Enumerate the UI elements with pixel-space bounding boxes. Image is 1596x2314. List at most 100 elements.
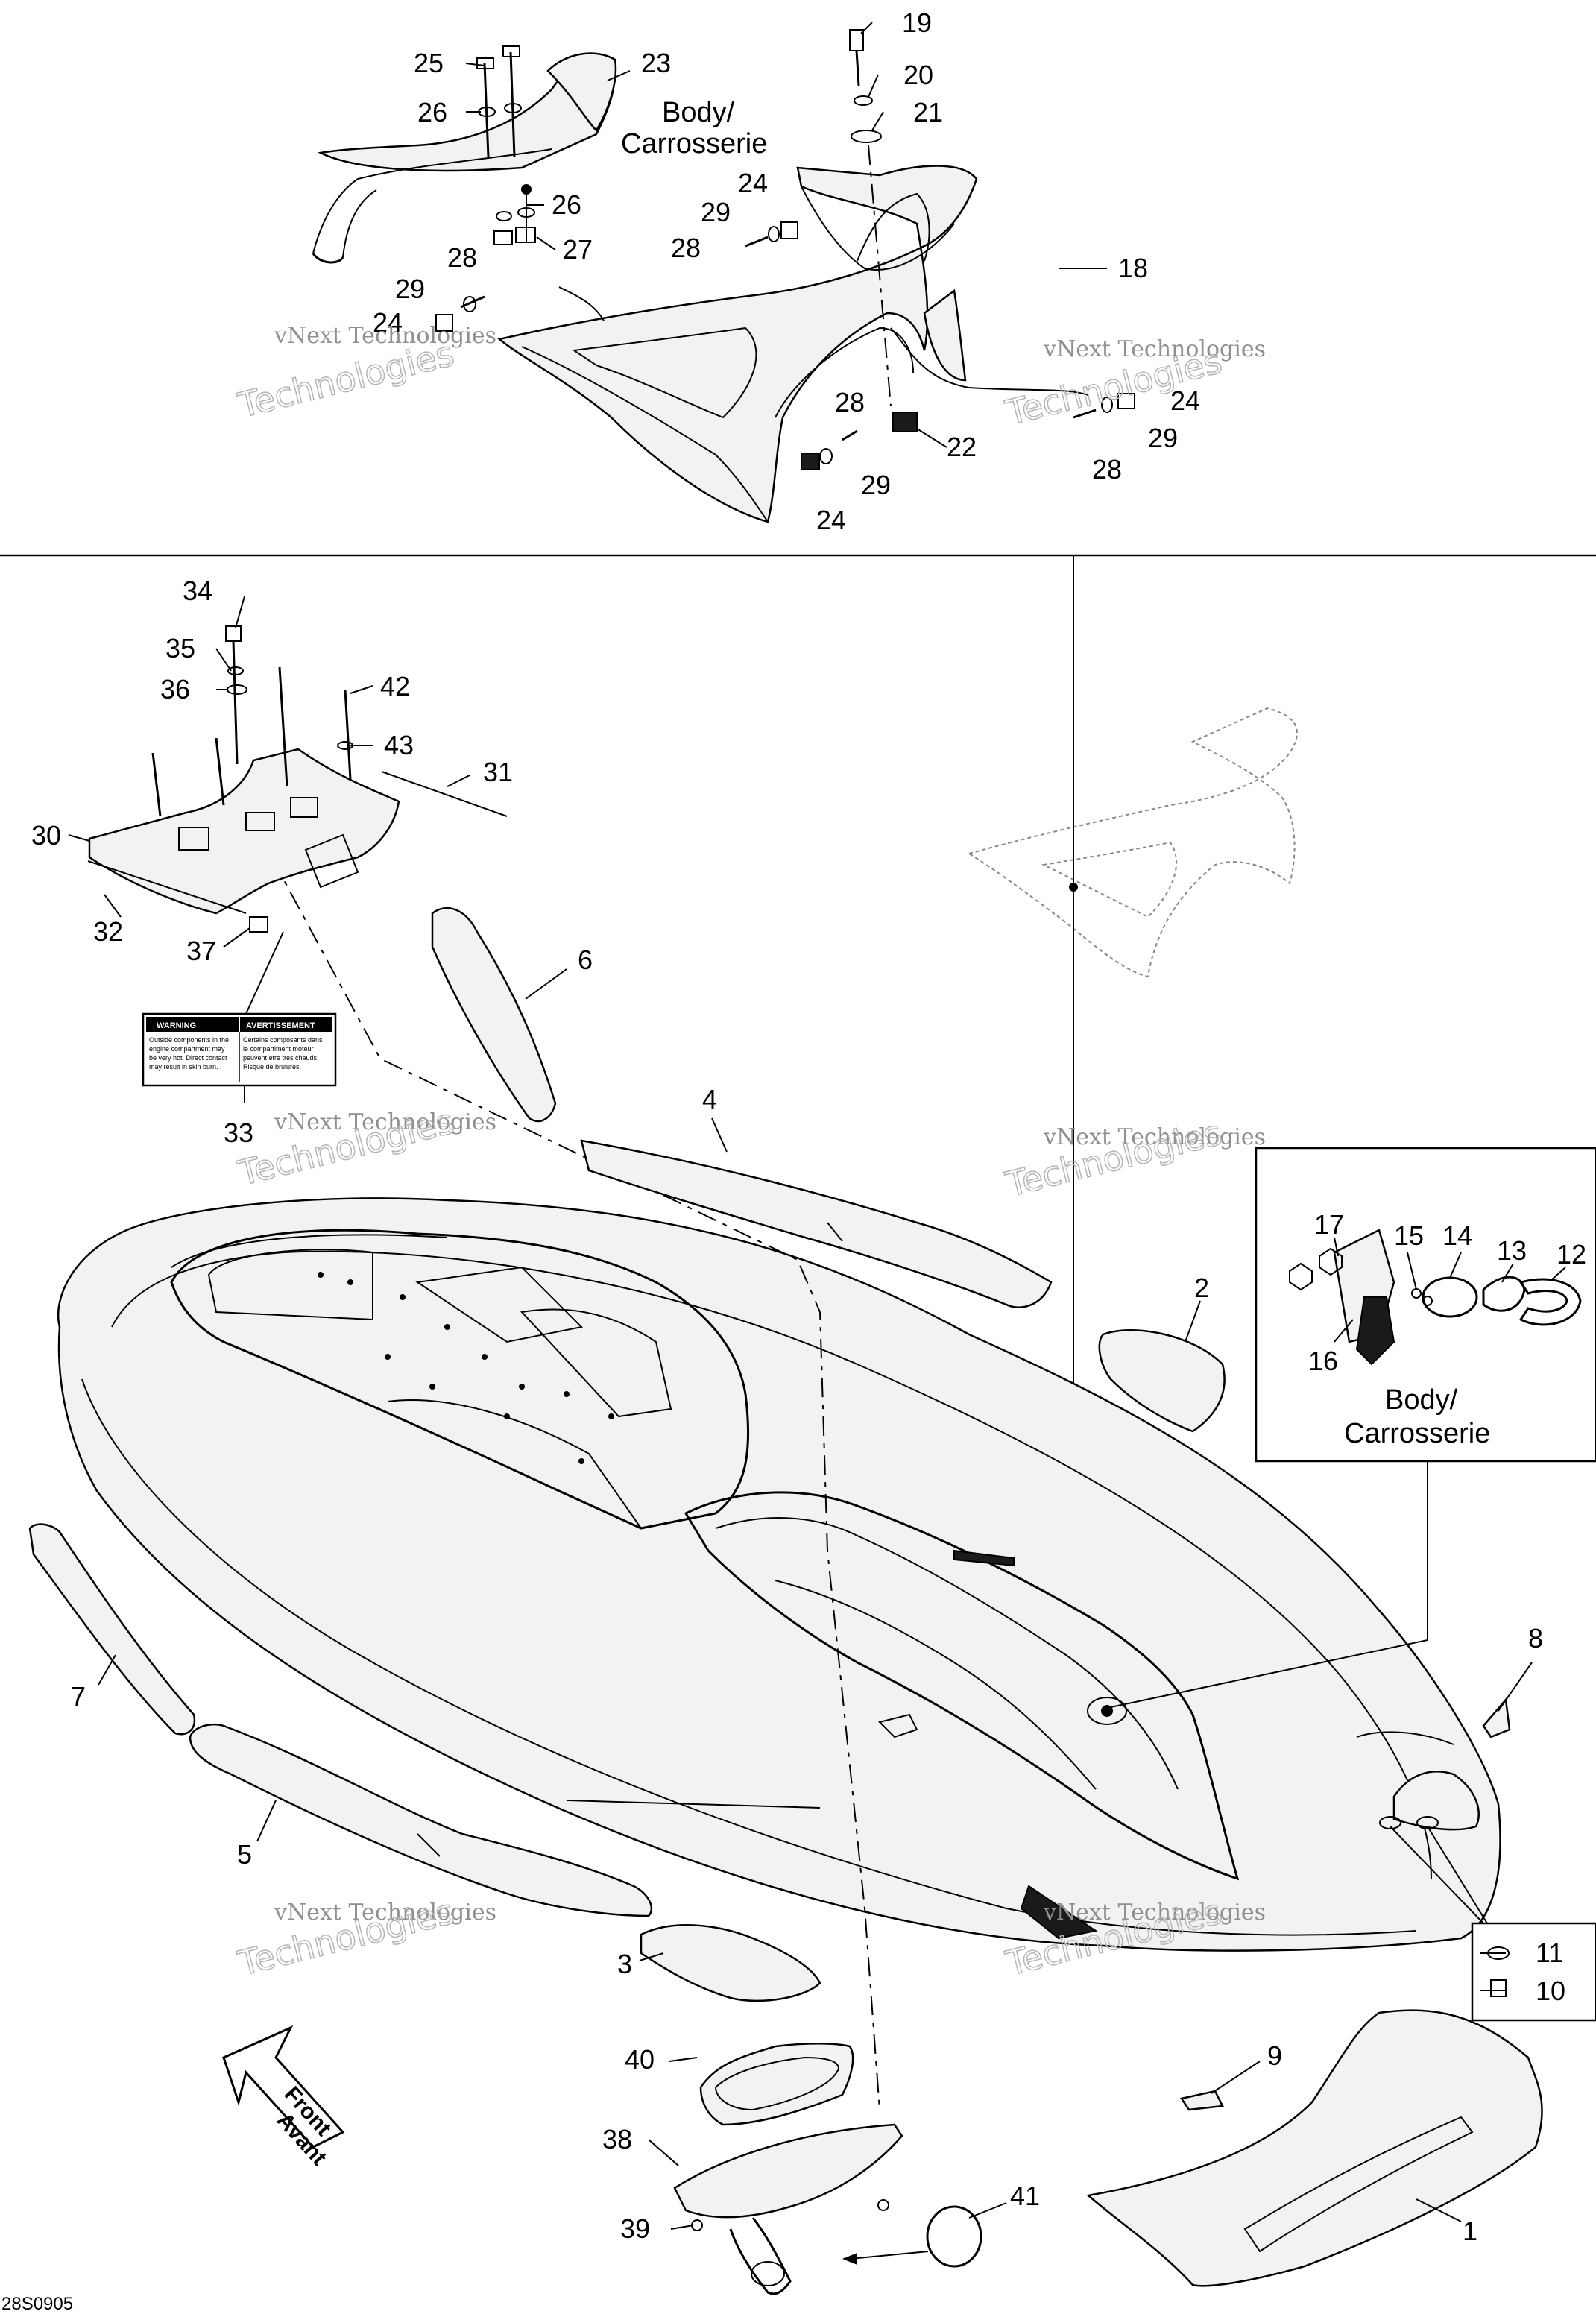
part-18-rear-body	[497, 165, 978, 523]
watermark-6a: vNext Technologies	[1043, 1900, 1266, 1926]
callout-24-low: 24	[816, 505, 846, 535]
hardware-19-20-21	[849, 29, 892, 407]
callout-numbers: 25 26 23 26 27 28 29 24 19 20 21 24 29 2…	[31, 7, 1586, 2246]
watermark-4a: vNext Technologies	[1043, 1124, 1266, 1150]
body-label-top-1: Body/	[662, 97, 735, 128]
callout-35: 35	[165, 633, 195, 663]
callout-26-top: 26	[417, 97, 447, 127]
callout-8: 8	[1528, 1623, 1543, 1653]
callout-37: 37	[186, 936, 216, 966]
callout-20: 20	[903, 60, 933, 90]
hull-deck	[57, 1197, 1501, 1952]
callout-18: 18	[1118, 253, 1148, 283]
callout-29-left: 29	[395, 274, 425, 304]
front-arrow: Front Avant	[222, 2025, 345, 2170]
callout-17: 17	[1314, 1209, 1344, 1240]
callout-27: 27	[563, 234, 593, 265]
callout-11: 11	[1536, 1938, 1563, 1968]
callout-15: 15	[1394, 1220, 1424, 1251]
body-label-box-1: Body/	[1385, 1384, 1458, 1416]
callout-4: 4	[702, 1084, 717, 1115]
rear-body-ghost	[967, 707, 1298, 978]
callout-36: 36	[160, 674, 190, 704]
part-7-mat	[28, 1523, 196, 1736]
warning-text-fr-3: peuvent etre tres chauds.	[243, 1054, 319, 1062]
part-3-pad	[640, 1924, 821, 2002]
warning-text-fr-2: le compartiment moteur	[243, 1045, 314, 1053]
watermark-2a: vNext Technologies	[1043, 336, 1266, 362]
callout-28-left: 28	[447, 242, 477, 273]
warning-text-fr-4: Risque de brulures.	[243, 1063, 301, 1071]
callout-10: 10	[1536, 1976, 1565, 2006]
warning-title-en: WARNING	[157, 1021, 196, 1030]
callout-19: 19	[902, 7, 932, 38]
part-6-mat	[431, 907, 557, 1123]
callout-12: 12	[1556, 1239, 1586, 1270]
callout-34: 34	[183, 576, 212, 606]
part-4-mat	[580, 1139, 1053, 1308]
callout-28-low: 28	[835, 387, 865, 417]
part-30-cover	[87, 625, 508, 933]
callout-16: 16	[1308, 1346, 1338, 1376]
callout-29-low: 29	[861, 470, 891, 500]
callout-24-left: 24	[373, 307, 403, 338]
watermark-5a: vNext Technologies	[274, 1900, 496, 1926]
callout-29-mid: 29	[701, 197, 731, 227]
part-1-logo	[1243, 2116, 1474, 2253]
callout-6: 6	[578, 945, 593, 975]
callout-42: 42	[380, 671, 410, 702]
callout-14: 14	[1442, 1220, 1472, 1251]
callout-39: 39	[620, 2213, 650, 2244]
callout-26: 26	[552, 189, 581, 220]
callout-2: 2	[1194, 1273, 1209, 1303]
callout-40: 40	[625, 2044, 655, 2075]
callout-38: 38	[602, 2124, 632, 2154]
body-label-top-2: Carrosserie	[621, 128, 767, 160]
callout-22: 22	[947, 432, 977, 462]
callout-28-right: 28	[1092, 454, 1122, 485]
callout-41: 41	[1010, 2181, 1040, 2211]
stern-fastener-detail	[1390, 1826, 1596, 2022]
callout-1: 1	[1463, 2216, 1477, 2246]
part-1-mat	[1086, 2009, 1543, 2287]
callout-43: 43	[384, 730, 414, 760]
callout-25: 25	[414, 48, 444, 78]
warning-text-en-2: engine compartment may	[149, 1045, 225, 1053]
callout-13: 13	[1497, 1235, 1527, 1266]
callout-24-mid: 24	[738, 168, 768, 198]
callout-29-right: 29	[1148, 423, 1178, 453]
detail-box-handle	[1255, 1147, 1596, 1463]
watermark-3a: vNext Technologies	[274, 1109, 496, 1135]
part-23-support	[312, 52, 617, 264]
callout-32: 32	[93, 916, 123, 947]
part-2-pad	[1098, 1329, 1226, 1433]
hardware-body-fasteners	[435, 221, 1135, 470]
warning-text-en-1: Outside components in the	[149, 1036, 229, 1044]
callout-21: 21	[913, 97, 943, 127]
watermark-1a: vNext Technologies	[274, 323, 496, 349]
callout-30: 30	[31, 820, 61, 851]
hardware-upper-left	[476, 45, 536, 245]
callout-9: 9	[1267, 2040, 1282, 2071]
reference-code: 28S0905	[1, 2294, 73, 2314]
body-label-box-2: Carrosserie	[1344, 1418, 1490, 1449]
callout-7: 7	[71, 1681, 86, 1712]
callout-24-right: 24	[1170, 385, 1200, 416]
part-8-decal	[1482, 1697, 1511, 1738]
part-5-mat	[189, 1723, 653, 1917]
callout-5: 5	[237, 1839, 252, 1870]
part-38-40-41-hatch	[673, 2043, 982, 2295]
warning-text-en-3: be very hot. Direct contact	[149, 1054, 227, 1062]
callout-23: 23	[641, 48, 671, 78]
warning-text-fr-1: Certains composants dans	[243, 1036, 323, 1044]
callout-31: 31	[483, 757, 513, 787]
part-9-decal	[1179, 2090, 1224, 2111]
warning-title-fr: AVERTISSEMENT	[246, 1021, 315, 1030]
callout-33: 33	[224, 1117, 253, 1148]
callout-3: 3	[617, 1949, 632, 1979]
part-33-warning-label: WARNING AVERTISSEMENT Outside components…	[142, 1012, 337, 1087]
warning-text-en-4: may result in skin burn.	[149, 1063, 218, 1071]
callout-28-mid: 28	[671, 233, 701, 263]
leader-lines	[68, 22, 1566, 2230]
